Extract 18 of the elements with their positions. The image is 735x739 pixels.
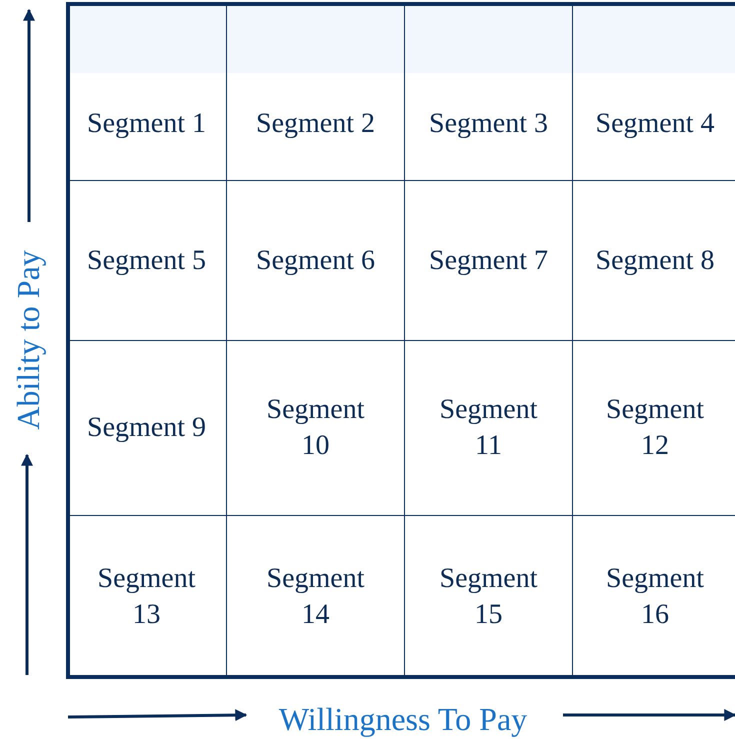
segment-label: Segment 9 bbox=[87, 411, 206, 445]
segment-label: Segment 12 bbox=[605, 393, 705, 463]
segment-label: Segment 13 bbox=[96, 562, 196, 632]
segment-label: Segment 8 bbox=[596, 244, 714, 278]
axis-label: Willingness To Pay bbox=[278, 700, 528, 738]
segment-label: Segment 14 bbox=[266, 562, 366, 632]
segment-label: Segment 4 bbox=[596, 106, 714, 140]
segment-label: Segment 10 bbox=[266, 393, 366, 463]
segment-label: Segment 16 bbox=[605, 562, 705, 632]
segment-label: Segment 7 bbox=[429, 244, 548, 278]
segment-label: Segment 2 bbox=[256, 106, 375, 140]
segment-label: Segment 15 bbox=[438, 562, 538, 632]
segment-label: Segment 6 bbox=[256, 244, 375, 278]
segment-label: Segment 5 bbox=[87, 244, 206, 278]
axis-label: Ability to Pay bbox=[9, 250, 47, 430]
segment-label: Segment 11 bbox=[438, 393, 538, 463]
segment-label: Segment 3 bbox=[429, 106, 548, 140]
segment-label: Segment 1 bbox=[87, 106, 206, 140]
